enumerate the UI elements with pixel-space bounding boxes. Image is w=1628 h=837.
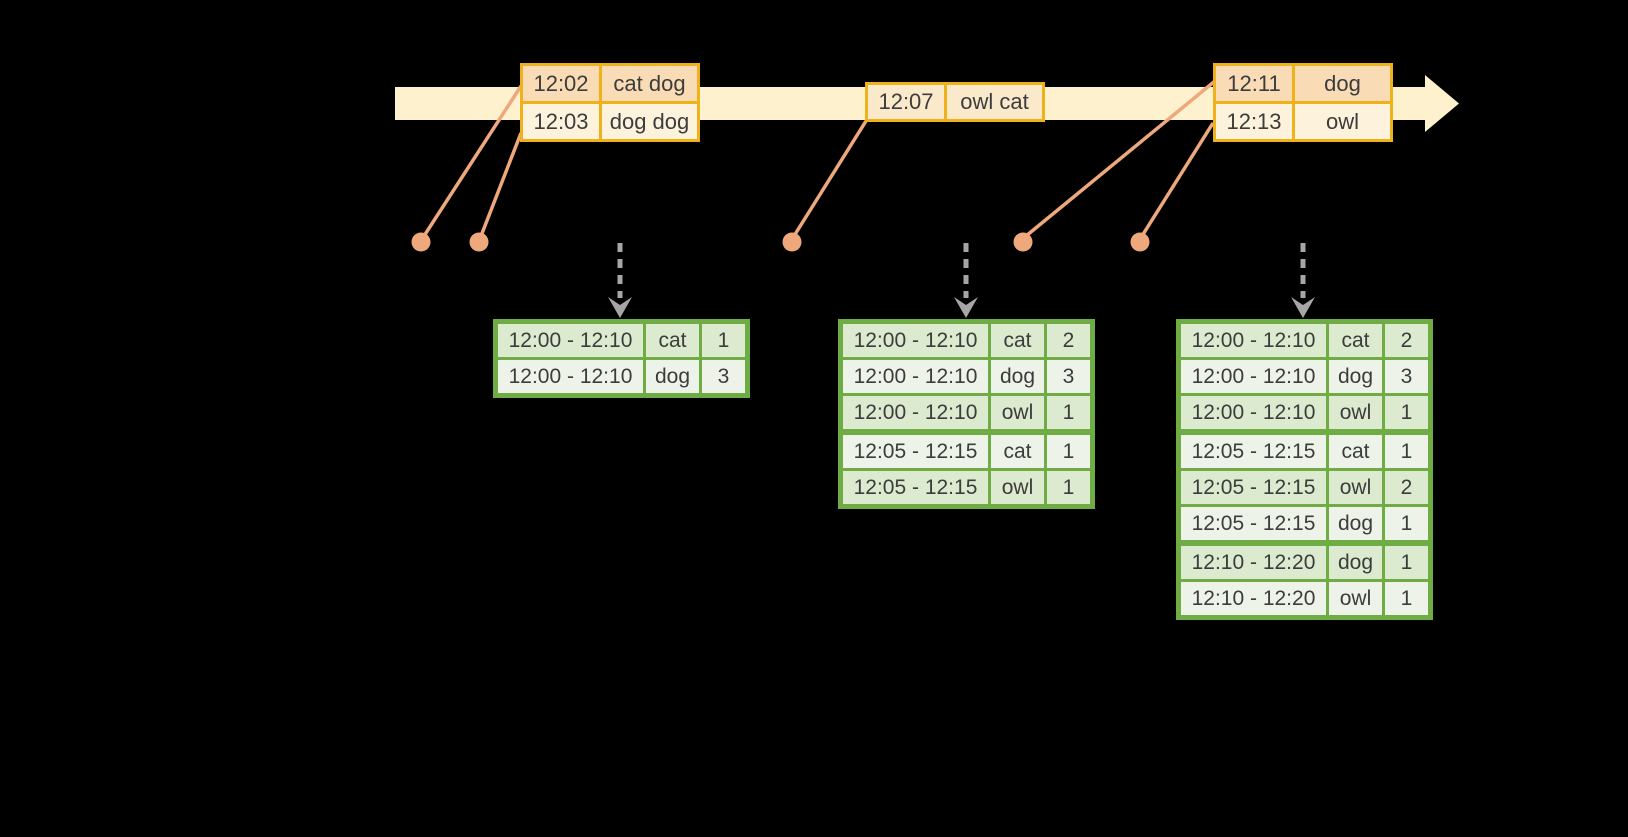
count-cell: 1: [1385, 435, 1428, 468]
window-cell: 12:00 - 12:10: [1181, 360, 1326, 393]
connector-line-1: [422, 85, 523, 237]
window-cell: 12:05 - 12:15: [1181, 507, 1326, 540]
event-dot-1: [411, 232, 431, 252]
word-cell: dog: [646, 360, 699, 393]
window-cell: 12:05 - 12:15: [1181, 435, 1326, 468]
word-cell: dog: [991, 360, 1044, 393]
count-cell: 3: [702, 360, 745, 393]
count-cell: 1: [1385, 546, 1428, 579]
dashed-arrow-head-3: [1291, 297, 1315, 318]
connector-line-2: [479, 132, 523, 237]
event-words: dog: [1295, 66, 1390, 101]
event-words: cat dog: [602, 66, 697, 101]
count-cell: 2: [1385, 324, 1428, 357]
dashed-arrow-head-2: [954, 297, 978, 318]
word-cell: cat: [991, 324, 1044, 357]
table-row: 12:05 - 12:15 owl 1: [843, 471, 1090, 504]
word-cell: owl: [1329, 582, 1382, 615]
table-row: 12:00 - 12:10 cat 2: [1181, 324, 1428, 357]
window-cell: 12:05 - 12:15: [843, 435, 988, 468]
event-words: owl: [1295, 104, 1390, 139]
table-row: 12:05 - 12:15 owl 2: [1181, 471, 1428, 504]
event-dot-5: [1130, 232, 1150, 252]
connector-line-5: [1140, 122, 1215, 237]
word-cell: dog: [1329, 507, 1382, 540]
window-cell: 12:00 - 12:10: [1181, 324, 1326, 357]
table-row: 12:05 - 12:15 dog 1: [1181, 507, 1428, 540]
window-cell: 12:10 - 12:20: [1181, 546, 1326, 579]
event-dot-3: [782, 232, 802, 252]
count-cell: 1: [1385, 507, 1428, 540]
window-cell: 12:10 - 12:20: [1181, 582, 1326, 615]
window-cell: 12:00 - 12:10: [843, 324, 988, 357]
table-row: 12:00 - 12:10 dog 3: [498, 360, 745, 393]
table-row: 12:00 - 12:10 owl 1: [843, 396, 1090, 429]
count-cell: 3: [1047, 360, 1090, 393]
event-dot-2: [469, 232, 489, 252]
event-box-1: 12:02 cat dog 12:03 dog dog: [520, 63, 700, 142]
connector-line-4: [1024, 79, 1217, 238]
word-cell: owl: [991, 471, 1044, 504]
table-row: 12:10 - 12:20 owl 1: [1181, 582, 1428, 615]
count-cell: 1: [1385, 582, 1428, 615]
word-cell: dog: [1329, 360, 1382, 393]
word-cell: cat: [1329, 435, 1382, 468]
table-row: 12:05 - 12:15 cat 1: [843, 435, 1090, 468]
count-cell: 1: [702, 324, 745, 357]
count-cell: 2: [1385, 471, 1428, 504]
window-cell: 12:00 - 12:10: [843, 396, 988, 429]
event-dot-4: [1013, 232, 1033, 252]
event-words: dog dog: [602, 104, 697, 139]
window-cell: 12:05 - 12:15: [1181, 471, 1326, 504]
result-table-2: 12:00 - 12:10 cat 2 12:00 - 12:10 dog 3 …: [838, 319, 1095, 509]
connector-line-3: [792, 120, 868, 237]
count-cell: 3: [1385, 360, 1428, 393]
word-cell: cat: [646, 324, 699, 357]
event-box-3: 12:11 dog 12:13 owl: [1213, 63, 1393, 142]
table-row: 12:00 - 12:10 dog 3: [843, 360, 1090, 393]
count-cell: 1: [1047, 471, 1090, 504]
word-cell: dog: [1329, 546, 1382, 579]
table-row: 12:00 - 12:10 cat 1: [498, 324, 745, 357]
window-cell: 12:05 - 12:15: [843, 471, 988, 504]
count-cell: 1: [1385, 396, 1428, 429]
table-row: 12:00 - 12:10 dog 3: [1181, 360, 1428, 393]
table-row: 12:05 - 12:15 cat 1: [1181, 435, 1428, 468]
window-cell: 12:00 - 12:10: [498, 360, 643, 393]
word-cell: owl: [1329, 471, 1382, 504]
result-table-1: 12:00 - 12:10 cat 1 12:00 - 12:10 dog 3: [493, 319, 750, 398]
table-row: 12:00 - 12:10 owl 1: [1181, 396, 1428, 429]
word-cell: cat: [1329, 324, 1382, 357]
table-row: 12:00 - 12:10 cat 2: [843, 324, 1090, 357]
dashed-arrow-head-1: [608, 297, 632, 318]
window-cell: 12:00 - 12:10: [1181, 396, 1326, 429]
window-cell: 12:00 - 12:10: [498, 324, 643, 357]
event-words: owl cat: [947, 85, 1042, 119]
word-cell: cat: [991, 435, 1044, 468]
event-time: 12:13: [1216, 104, 1292, 139]
event-time: 12:03: [523, 104, 599, 139]
window-cell: 12:00 - 12:10: [843, 360, 988, 393]
event-time: 12:11: [1216, 66, 1292, 101]
word-cell: owl: [1329, 396, 1382, 429]
result-table-3: 12:00 - 12:10 cat 2 12:00 - 12:10 dog 3 …: [1176, 319, 1433, 620]
table-row: 12:10 - 12:20 dog 1: [1181, 546, 1428, 579]
count-cell: 2: [1047, 324, 1090, 357]
event-time: 12:07: [868, 85, 944, 119]
count-cell: 1: [1047, 396, 1090, 429]
word-cell: owl: [991, 396, 1044, 429]
event-time: 12:02: [523, 66, 599, 101]
count-cell: 1: [1047, 435, 1090, 468]
event-box-2: 12:07 owl cat: [865, 82, 1045, 122]
